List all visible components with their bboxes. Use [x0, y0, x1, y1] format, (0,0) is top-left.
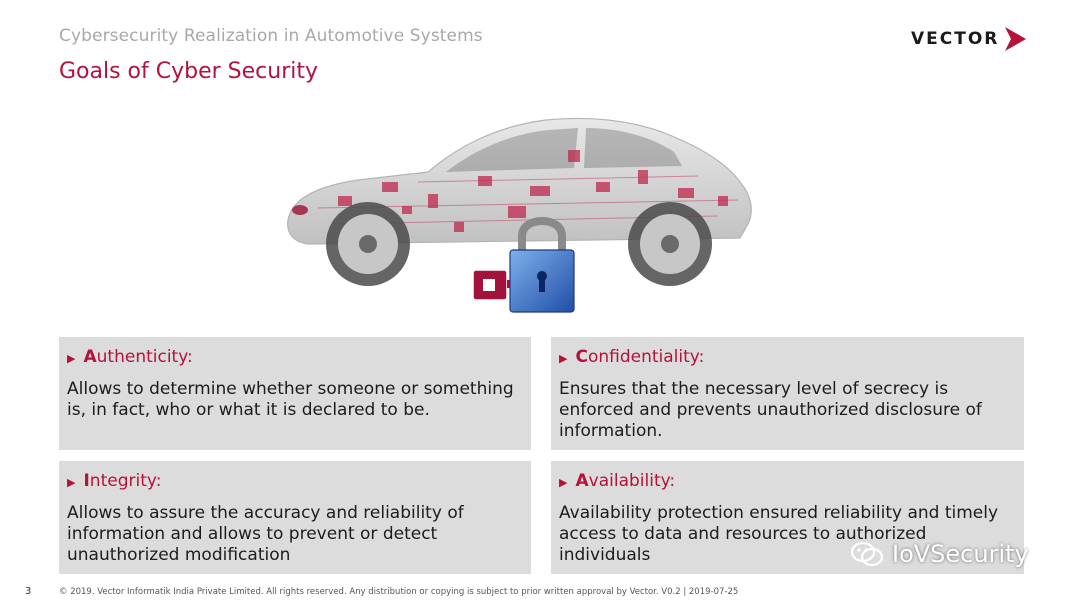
authenticity-description: Allows to determine whether someone or s…: [67, 379, 514, 420]
heading-rest: uthenticity:: [96, 347, 193, 367]
bullet-arrow-icon: ▶: [67, 476, 76, 489]
logo-chevron-icon: [1005, 27, 1027, 51]
vector-logo: VECTOR: [911, 26, 1027, 52]
bullet-arrow-icon: ▶: [559, 352, 568, 365]
integrity-heading: ▶ Integrity:: [67, 471, 523, 491]
watermark-text: IoVSecurity: [892, 540, 1029, 568]
integrity-description: Allows to assure the accuracy and reliab…: [67, 503, 464, 565]
confidentiality-card: ▶ Confidentiality: Ensures that the nece…: [551, 337, 1024, 450]
availability-heading: ▶ Availability:: [559, 471, 1016, 491]
heading-rest: vailability:: [588, 471, 676, 491]
logo-text: VECTOR: [911, 29, 1000, 49]
availability-card: ▶ Availability: Availability protection …: [551, 461, 1024, 574]
car-icon: [287, 117, 752, 286]
wechat-icon: [850, 541, 884, 567]
copyright-footer: © 2019. Vector Informatik India Private …: [59, 587, 739, 597]
integrity-card: ▶ Integrity: Allows to assure the accura…: [59, 461, 531, 574]
heading-initial: A: [83, 347, 97, 367]
lock-key-icon: [472, 217, 575, 313]
bullet-arrow-icon: ▶: [67, 352, 76, 365]
watermark: IoVSecurity: [850, 540, 1029, 568]
authenticity-card: ▶ Authenticity: Allows to determine whet…: [59, 337, 531, 450]
bullet-arrow-icon: ▶: [559, 476, 568, 489]
heading-initial: A: [575, 471, 589, 491]
heading-initial: C: [575, 347, 588, 367]
heading-rest: ntegrity:: [89, 471, 162, 491]
availability-description: Availability protection ensured reliabil…: [559, 503, 999, 565]
heading-initial: I: [83, 471, 90, 491]
slide-title: Goals of Cyber Security: [59, 59, 319, 84]
heading-rest: onfidentiality:: [587, 347, 705, 367]
presentation-subtitle: Cybersecurity Realization in Automotive …: [59, 26, 483, 46]
confidentiality-description: Ensures that the necessary level of secr…: [559, 379, 982, 441]
car-lock-illustration: [287, 117, 752, 313]
authenticity-heading: ▶ Authenticity:: [67, 347, 523, 367]
page-number: 3: [25, 586, 32, 597]
confidentiality-heading: ▶ Confidentiality:: [559, 347, 1016, 367]
